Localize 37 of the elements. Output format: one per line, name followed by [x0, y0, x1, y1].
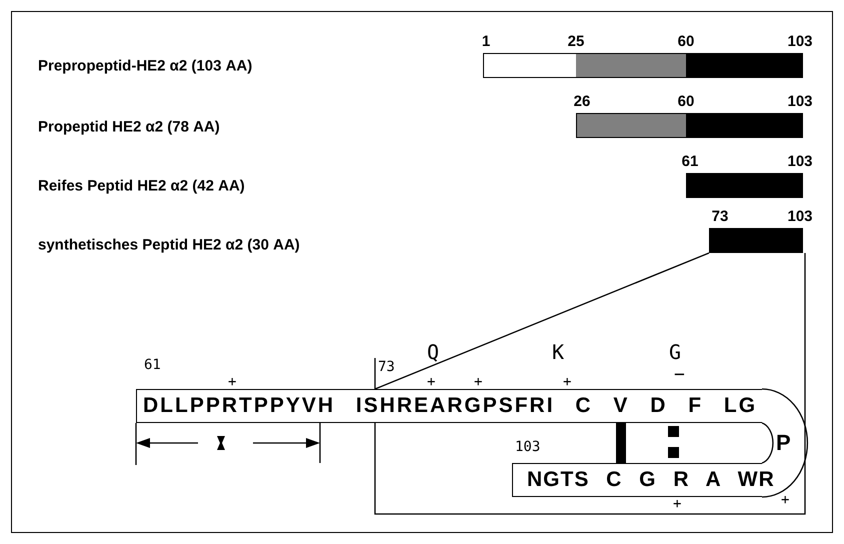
segmented-bar [483, 53, 803, 78]
position-number: 25 [568, 33, 584, 50]
residue-annotation: Q [427, 342, 440, 362]
residue-annotation: + [474, 375, 482, 389]
residue-annotation: 103 [515, 440, 540, 454]
zoom-line [374, 252, 710, 390]
residue-annotation: − [674, 366, 685, 384]
peptide-name: Reifes Peptid HE2 α2 (42 AA) [38, 178, 245, 194]
hairpin-loop [761, 388, 808, 498]
position-number: 1 [482, 33, 490, 50]
position-number: 103 [787, 93, 813, 110]
peptide-name: synthetisches Peptid HE2 α2 (30 AA) [38, 236, 300, 254]
position-number: 103 [787, 153, 813, 170]
peptide-strand [136, 389, 762, 423]
residue-annotation: + [427, 375, 436, 389]
residue-annotation: K [552, 342, 564, 362]
position-number: 103 [787, 208, 813, 225]
residue-annotation: + [228, 375, 236, 389]
position-number: 103 [787, 33, 813, 50]
segmented-bar [709, 228, 803, 253]
residue-annotation: 61 [144, 358, 161, 372]
position-number: 26 [574, 93, 590, 110]
amino-acid-sequence: DLLPPRTPPYVH ISHREARGPSFRI C V D F LG [142, 394, 758, 418]
residue-annotation: + [673, 497, 682, 511]
residue-annotation: + [563, 375, 572, 389]
residue-annotation: G [669, 342, 682, 362]
amino-acid-sequence: NGTS C G R A WR [526, 468, 775, 492]
residue-annotation: + [781, 493, 790, 507]
segmented-bar [686, 173, 803, 198]
residue-annotation: 73 [378, 360, 395, 374]
position-number: 60 [678, 93, 694, 110]
position-number: 73 [712, 208, 728, 225]
peptide-name: Prepropeptid-HE2 α2 (103 AA) [38, 58, 252, 74]
segmented-bar [576, 113, 803, 138]
peptide-name: Propeptid HE2 α2 (78 AA) [38, 118, 220, 136]
position-number: 60 [678, 33, 694, 50]
position-number: 61 [682, 153, 698, 170]
